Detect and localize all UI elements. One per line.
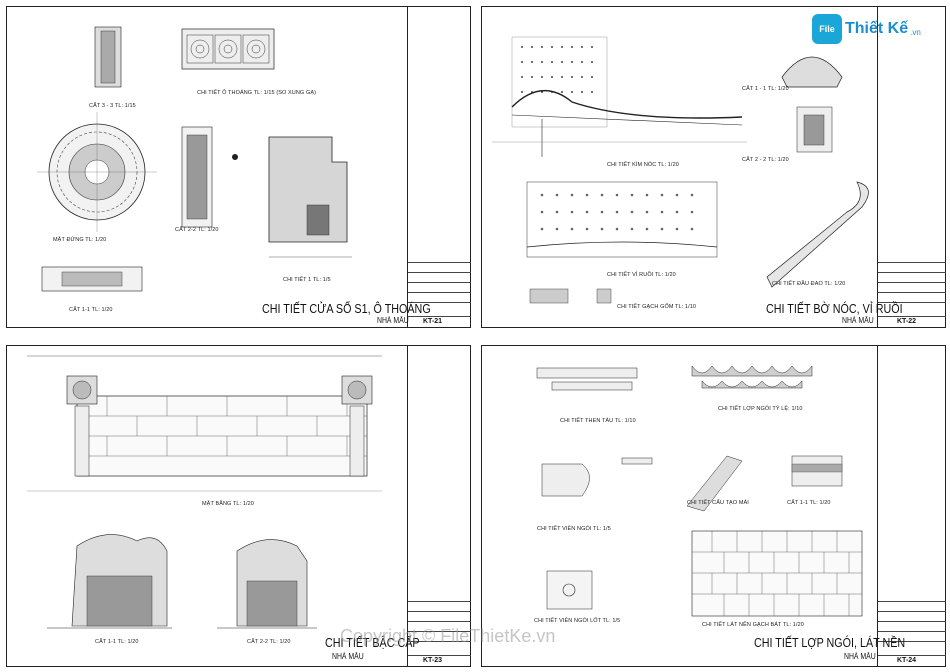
roof-tile-drawing: [536, 365, 863, 617]
drawing-caption: CẮT 2-2 TL: 1/20: [247, 639, 291, 645]
sheet-subtitle: NHÀ MẪU: [332, 652, 364, 661]
drawing-sheet-kt24: KT-24 CHI TIẾT LỢP NGÓI, LÁT NỀN NHÀ MẪU: [481, 345, 946, 667]
step-detail-drawing: [27, 355, 382, 629]
logo-name: Thiết Kế: [845, 20, 909, 37]
logo-badge: File: [812, 14, 842, 44]
site-logo: File Thiết Kế .vn: [812, 14, 921, 44]
drawing-caption: CHI TIẾT 1 TL: 1/5: [283, 277, 331, 283]
sheet-title: CHI TIẾT CỬA SỔ S1, Ô THOÁNG: [262, 302, 431, 316]
sheet-subtitle: NHÀ MẪU: [844, 652, 876, 661]
title-block: [877, 346, 946, 666]
drawing-caption: CHI TIẾT VỈ RUỒI TL: 1/20: [607, 272, 676, 278]
sheet-code: KT-21: [423, 318, 443, 325]
drawing-caption: CHI TIẾT Ô THOÁNG TL: 1/15 (SO XUNG GẠ): [197, 90, 317, 96]
drawing-caption: CHI TIẾT LỢP NGÓI TỶ LỆ: 1/10: [718, 406, 803, 412]
drawing-caption: CHI TIẾT ĐẦU ĐAO TL: 1/20: [772, 281, 846, 287]
drawing-sheet-kt22: KT-22 CHI TIẾT BỜ NÓC, VỈ RUỒI NHÀ MẪU: [481, 6, 946, 328]
sheet-title: CHI TIẾT LỢP NGÓI, LÁT NỀN: [754, 636, 906, 650]
drawing-caption: CHI TIẾT GẠCH GỐM TL: 1/10: [617, 304, 697, 310]
drawing-caption: CHI TIẾT LÁT NỀN GẠCH BÁT TL: 1/20: [702, 622, 804, 628]
drawing-caption: MẶT BẰNG TL: 1/20: [202, 501, 254, 507]
drawing-caption: CẮT 1-1 TL: 1/20: [95, 639, 139, 645]
drawing-caption: CHI TIẾT KÌM NÓC TL: 1/20: [607, 162, 679, 168]
drawing-caption: CẮT 1-1 TL: 1/20: [69, 307, 113, 313]
window-detail-drawing: [37, 26, 352, 292]
title-block: [407, 7, 471, 327]
drawing-sheet-kt21: KT-21 CHI TIẾT CỬA SỔ S1, Ô THOÁNG NHÀ M…: [6, 6, 471, 328]
sheet-subtitle: NHÀ MẪU: [842, 316, 874, 325]
ridge-detail-drawing: [492, 36, 869, 304]
sheet-code: KT-24: [897, 657, 917, 664]
logo-domain: .vn: [910, 27, 921, 37]
drawing-caption: CẮT 2 - 2 TL: 1/20: [742, 157, 789, 163]
drawing-caption: CẮT 3 - 3 TL: 1/15: [89, 103, 136, 109]
sheet-code: KT-22: [897, 318, 917, 325]
drawing-caption: CẮT 1 - 1 TL: 1/20: [742, 86, 789, 92]
drawing-caption: CẮT 1-1 TL: 1/20: [787, 500, 831, 506]
drawing-caption: CHI TIẾT THEN TÀU TL: 1/10: [560, 418, 636, 424]
title-block: [877, 7, 946, 327]
sheet-title: CHI TIẾT BỜ NÓC, VỈ RUỒI: [766, 302, 903, 316]
drawing-sheet-kt23: KT-23 CHI TIẾT BẬC CẤP NHÀ MẪU MẶT BẰNG …: [6, 345, 471, 667]
title-block: [407, 346, 471, 666]
sheet-code: KT-23: [423, 657, 443, 664]
sheet-subtitle: NHÀ MẪU: [377, 316, 409, 325]
copyright-watermark: Copyright © FileThietKe.vn: [340, 626, 556, 646]
drawing-caption: MẶT ĐỨNG TL: 1/20: [53, 237, 107, 243]
drawing-caption: CHI TIẾT VIÊN NGÓI LỐT TL: 1/5: [534, 618, 621, 624]
drawing-caption: CHI TIẾT CẤU TẠO MÁI: [687, 500, 749, 506]
drawing-caption: CẮT 2-2 TL: 1/20: [175, 227, 219, 233]
drawing-caption: CHI TIẾT VIÊN NGÓI TL: 1/5: [537, 526, 611, 532]
sheet-title: CHI TIẾT BẬC CẤP: [325, 636, 420, 650]
